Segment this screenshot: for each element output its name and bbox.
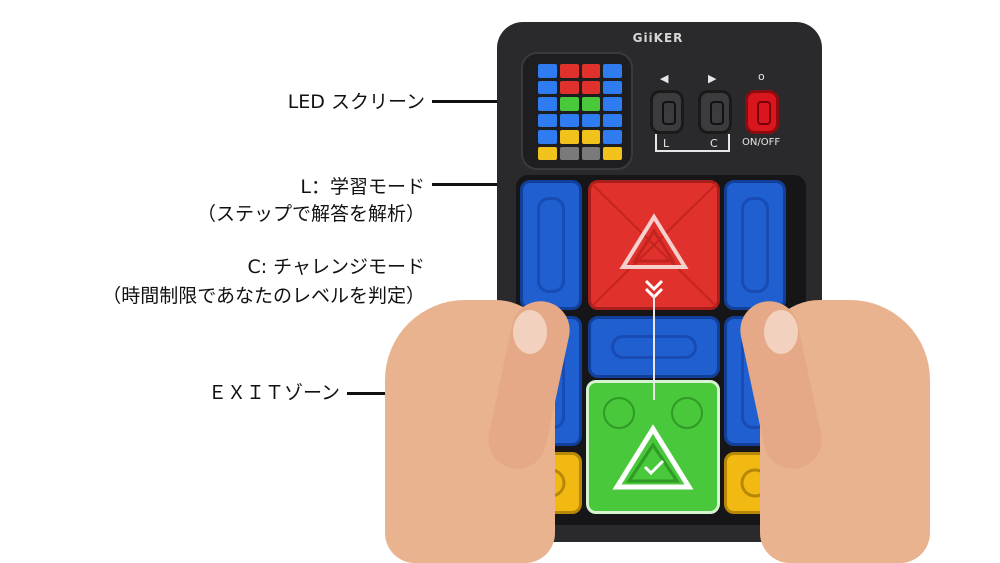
led-cell <box>581 130 601 144</box>
led-cell <box>559 113 579 127</box>
brand-logo: GiiKER <box>632 31 684 45</box>
red-triangle-icon <box>591 183 717 307</box>
led-cell <box>559 64 579 78</box>
challenge-mode-desc: （時間制限であなたのレベルを判定） <box>102 285 425 307</box>
learning-mode-label: L：学習モード <box>300 176 425 198</box>
led-cell <box>559 80 579 94</box>
led-cell <box>559 97 579 111</box>
learning-mode-desc: （ステップで解答を解析） <box>196 203 425 225</box>
left-thumbnail <box>513 310 547 354</box>
led-cell <box>559 146 579 160</box>
led-cell <box>603 80 622 94</box>
led-cell <box>538 146 557 160</box>
power-icon: o <box>758 70 765 83</box>
l-button[interactable] <box>650 90 684 134</box>
exit-zone <box>586 380 720 514</box>
blue-block-left-top[interactable] <box>520 180 582 310</box>
led-grid <box>538 64 622 160</box>
red-target-block[interactable] <box>588 180 720 310</box>
challenge-mode-label: C: チャレンジモード <box>247 256 425 278</box>
blue-block-right-top[interactable] <box>724 180 786 310</box>
led-cell <box>538 80 557 94</box>
led-cell <box>603 64 622 78</box>
c-button[interactable] <box>698 90 732 134</box>
led-cell <box>559 130 579 144</box>
power-button[interactable] <box>745 90 779 134</box>
led-screen-label: LED スクリーン <box>287 91 425 113</box>
led-cell <box>538 64 557 78</box>
led-cell <box>538 97 557 111</box>
on-off-label: ON/OFF <box>742 137 781 148</box>
led-cell <box>603 146 622 160</box>
c-button-label: C <box>710 137 718 150</box>
led-cell <box>603 97 622 111</box>
exit-triangle-icon <box>603 397 703 490</box>
led-cell <box>581 113 601 127</box>
left-arrow-icon: ◀ <box>660 72 669 85</box>
l-button-label: L <box>663 137 670 150</box>
exit-zone-label: ＥＸＩＴゾーン <box>207 382 340 404</box>
led-cell <box>603 113 622 127</box>
led-cell <box>581 64 601 78</box>
button-bracket <box>655 134 730 152</box>
right-arrow-icon: ▶ <box>708 72 717 85</box>
led-cell <box>581 97 601 111</box>
led-cell <box>603 130 622 144</box>
led-screen-leader <box>432 100 540 103</box>
led-cell <box>581 146 601 160</box>
center-guide-line <box>653 295 655 400</box>
led-cell <box>581 80 601 94</box>
right-thumbnail <box>764 310 798 354</box>
led-cell <box>538 113 557 127</box>
led-cell <box>538 130 557 144</box>
